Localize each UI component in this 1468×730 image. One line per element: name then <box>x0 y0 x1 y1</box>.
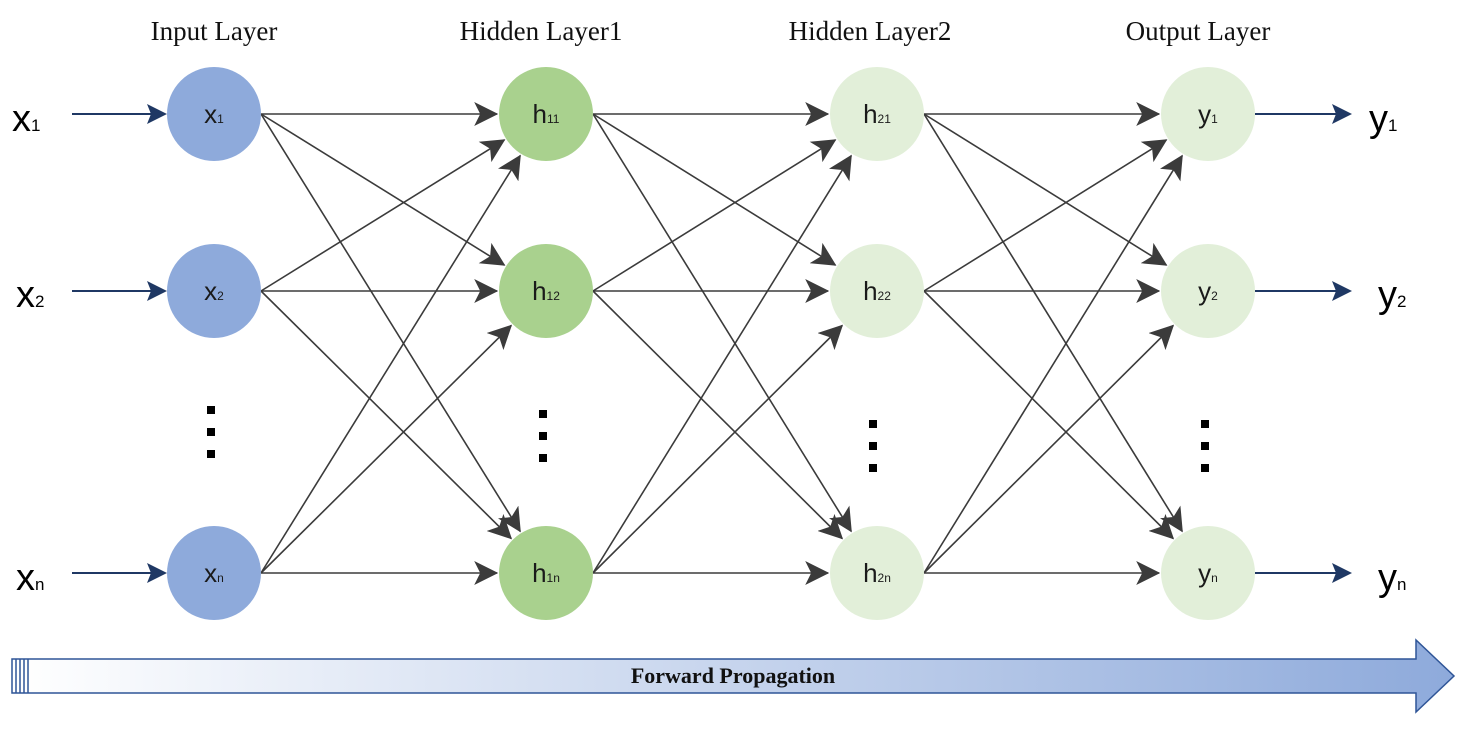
output-label-1: y1 <box>1369 98 1397 140</box>
connection-arrow <box>592 290 844 540</box>
hidden1-node-circle <box>499 67 593 161</box>
hidden1-node-circle <box>499 244 593 338</box>
side-labels: x1 x2 xn y1 y2 yn <box>12 98 1406 599</box>
output-label-2: y2 <box>1378 274 1406 316</box>
connection-arrow <box>592 154 852 574</box>
input-label-2: x2 <box>16 274 44 316</box>
output-node-circle <box>1161 244 1255 338</box>
input-label-n: xn <box>16 557 44 599</box>
connection-arrow <box>260 113 521 533</box>
connection-arrow <box>592 139 837 292</box>
hidden1-node: h11 <box>499 67 593 161</box>
input-ellipsis <box>207 406 215 458</box>
hidden2-node-circle <box>830 244 924 338</box>
hidden1-node-label: h11 <box>533 99 560 129</box>
output-node-label: y2 <box>1198 276 1218 306</box>
output-node-label: y1 <box>1198 99 1218 129</box>
input-node-label: xn <box>204 558 224 588</box>
input-node-label: x1 <box>204 99 224 129</box>
connections <box>260 102 1183 585</box>
output-node-label: yn <box>1198 558 1218 588</box>
output-node: y2 <box>1161 244 1255 338</box>
hidden2-node-circle <box>830 67 924 161</box>
connection-arrow <box>923 139 1168 292</box>
hidden1-node-circle <box>499 526 593 620</box>
connection-arrow <box>260 290 513 540</box>
connection-arrow <box>592 324 844 574</box>
hidden1-node: h1n <box>499 526 593 620</box>
hidden2-node-circle <box>830 526 924 620</box>
input-layer-title: Input Layer <box>151 16 278 46</box>
connection-arrow <box>260 139 506 292</box>
hidden-layer1-title: Hidden Layer1 <box>460 16 623 46</box>
connection-arrow <box>592 113 852 533</box>
input-node: x2 <box>167 244 261 338</box>
hidden2-ellipsis <box>869 420 877 472</box>
banner-arrow-shape <box>11 638 1456 714</box>
connection-arrow <box>923 324 1175 574</box>
output-label-n: yn <box>1378 557 1406 599</box>
hidden2-node: h21 <box>830 67 924 161</box>
output-node-circle <box>1161 67 1255 161</box>
ellipsis-dots <box>207 406 1209 472</box>
output-layer-title: Output Layer <box>1126 16 1271 46</box>
input-label-1: x1 <box>12 98 40 140</box>
hidden2-node-label: h21 <box>863 99 891 129</box>
hidden2-node-label: h2n <box>863 558 891 588</box>
connection-arrow <box>923 290 1175 540</box>
hidden1-node-label: h1n <box>532 558 560 588</box>
input-node-circle <box>167 244 261 338</box>
connection-arrow <box>923 154 1183 574</box>
output-node-circle <box>1161 526 1255 620</box>
io-arrows <box>72 104 1352 583</box>
input-node-label: x2 <box>204 276 224 306</box>
connection-arrow <box>260 324 513 574</box>
hidden1-ellipsis <box>539 410 547 462</box>
input-node-circle <box>167 67 261 161</box>
input-node-circle <box>167 526 261 620</box>
forward-propagation-banner: Forward Propagation <box>11 638 1456 714</box>
hidden2-node: h22 <box>830 244 924 338</box>
connection-arrow <box>260 154 521 574</box>
hidden2-node-label: h22 <box>863 276 891 306</box>
nodes: x1 x2 xn h11 h12 h1n h21 h22 h2n y1 y2 yn <box>167 67 1255 620</box>
hidden-layer2-title: Hidden Layer2 <box>789 16 952 46</box>
layer-titles: Input Layer Hidden Layer1 Hidden Layer2 … <box>151 16 1271 46</box>
output-node: y1 <box>1161 67 1255 161</box>
connection-arrow <box>923 113 1183 533</box>
input-node: xn <box>167 526 261 620</box>
connection-arrow <box>592 113 837 266</box>
output-node: yn <box>1161 526 1255 620</box>
connection-arrow <box>260 113 506 266</box>
connection-arrow <box>923 113 1168 266</box>
hidden1-node-label: h12 <box>532 276 560 306</box>
input-node: x1 <box>167 67 261 161</box>
output-ellipsis <box>1201 420 1209 472</box>
banner-label: Forward Propagation <box>631 663 835 688</box>
hidden2-node: h2n <box>830 526 924 620</box>
hidden1-node: h12 <box>499 244 593 338</box>
